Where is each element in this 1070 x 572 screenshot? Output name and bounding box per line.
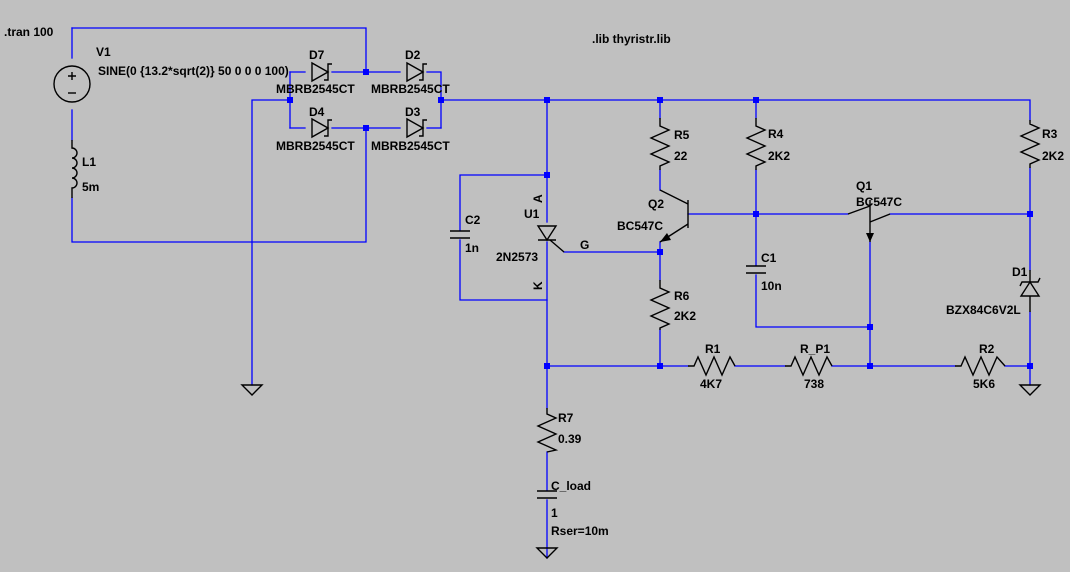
- diode-d3[interactable]: [406, 117, 427, 139]
- u1-ref: U1: [524, 207, 540, 221]
- resistor-r1[interactable]: [688, 355, 736, 377]
- d4-ref: D4: [309, 105, 325, 119]
- wires: [71, 27, 1031, 559]
- c2-value: 1n: [465, 241, 479, 255]
- resistor-r2[interactable]: [955, 355, 1006, 377]
- labels: .tran 100 .lib thyristr.lib V1 SINE(0 {1…: [4, 25, 1064, 538]
- resistor-r7[interactable]: [536, 408, 559, 453]
- r4-ref: R4: [768, 127, 784, 141]
- c2-ref: C2: [465, 213, 481, 227]
- c-load-ref: C_load: [551, 479, 591, 493]
- lib-directive[interactable]: .lib thyristr.lib: [592, 32, 671, 46]
- v1-value: SINE(0 {13.2*sqrt(2)} 50 0 0 0 100): [98, 64, 289, 78]
- r1-ref: R1: [705, 342, 721, 356]
- r5-value: 22: [674, 149, 688, 163]
- resistor-r3[interactable]: [1019, 120, 1041, 168]
- r7-value: 0.39: [558, 432, 582, 446]
- q2-ref: Q2: [648, 197, 664, 211]
- u1-value: 2N2573: [496, 250, 538, 264]
- ground-symbol: [535, 547, 559, 559]
- ground-symbol: [1018, 384, 1042, 396]
- d1-ref: D1: [1012, 265, 1028, 279]
- r4-value: 2K2: [768, 149, 790, 163]
- thyristor-u1[interactable]: [536, 225, 565, 253]
- r-p1-ref: R_P1: [800, 342, 830, 356]
- r3-value: 2K2: [1042, 149, 1064, 163]
- r1-value: 4K7: [700, 377, 722, 391]
- c-load-rser: Rser=10m: [551, 524, 609, 538]
- transistor-q1[interactable]: [847, 200, 891, 242]
- l1-value: 5m: [82, 180, 99, 194]
- d4-value: MBRB2545CT: [276, 139, 355, 153]
- d1-value: BZX84C6V2L: [946, 303, 1021, 317]
- diode-d4[interactable]: [311, 117, 332, 139]
- r-p1-value: 738: [804, 377, 824, 391]
- d2-value: MBRB2545CT: [371, 82, 450, 96]
- q2-value: BC547C: [617, 219, 663, 233]
- resistor-r-p1[interactable]: [785, 355, 833, 377]
- r6-value: 2K2: [674, 309, 696, 323]
- u1-cathode-pin: K: [531, 281, 545, 290]
- r7-ref: R7: [558, 411, 574, 425]
- c-load-value: 1: [551, 506, 558, 520]
- resistor-r4[interactable]: [745, 118, 767, 170]
- diode-d7[interactable]: [311, 61, 332, 83]
- tran-directive[interactable]: .tran 100: [4, 25, 54, 39]
- q1-value: BC547C: [856, 195, 902, 209]
- d2-ref: D2: [405, 48, 421, 62]
- inductor-l1[interactable]: [71, 140, 78, 198]
- resistor-r5[interactable]: [649, 118, 671, 170]
- transistor-q2[interactable]: [659, 189, 689, 243]
- d3-value: MBRB2545CT: [371, 139, 450, 153]
- q1-ref: Q1: [856, 179, 872, 193]
- capacitor-c-load[interactable]: [537, 490, 557, 499]
- r3-ref: R3: [1042, 127, 1058, 141]
- zener-diode-d1[interactable]: [1019, 270, 1041, 312]
- c1-value: 10n: [761, 279, 782, 293]
- junctions: [287, 69, 1033, 369]
- diode-d2[interactable]: [406, 61, 427, 83]
- v1-ref: V1: [96, 45, 111, 59]
- d3-ref: D3: [405, 105, 421, 119]
- r2-value: 5K6: [973, 377, 995, 391]
- capacitor-c2[interactable]: [450, 230, 470, 239]
- voltage-source-v1[interactable]: [53, 65, 91, 103]
- u1-anode-pin: A: [531, 194, 545, 203]
- r6-ref: R6: [674, 289, 690, 303]
- resistor-r6[interactable]: [649, 280, 671, 330]
- u1-gate-pin: G: [580, 238, 589, 252]
- l1-ref: L1: [82, 155, 96, 169]
- capacitor-c1[interactable]: [746, 265, 766, 274]
- ground-symbol: [240, 384, 264, 396]
- c1-ref: C1: [761, 251, 777, 265]
- d7-ref: D7: [309, 48, 325, 62]
- r5-ref: R5: [674, 128, 690, 142]
- d7-value: MBRB2545CT: [276, 82, 355, 96]
- r2-ref: R2: [979, 342, 995, 356]
